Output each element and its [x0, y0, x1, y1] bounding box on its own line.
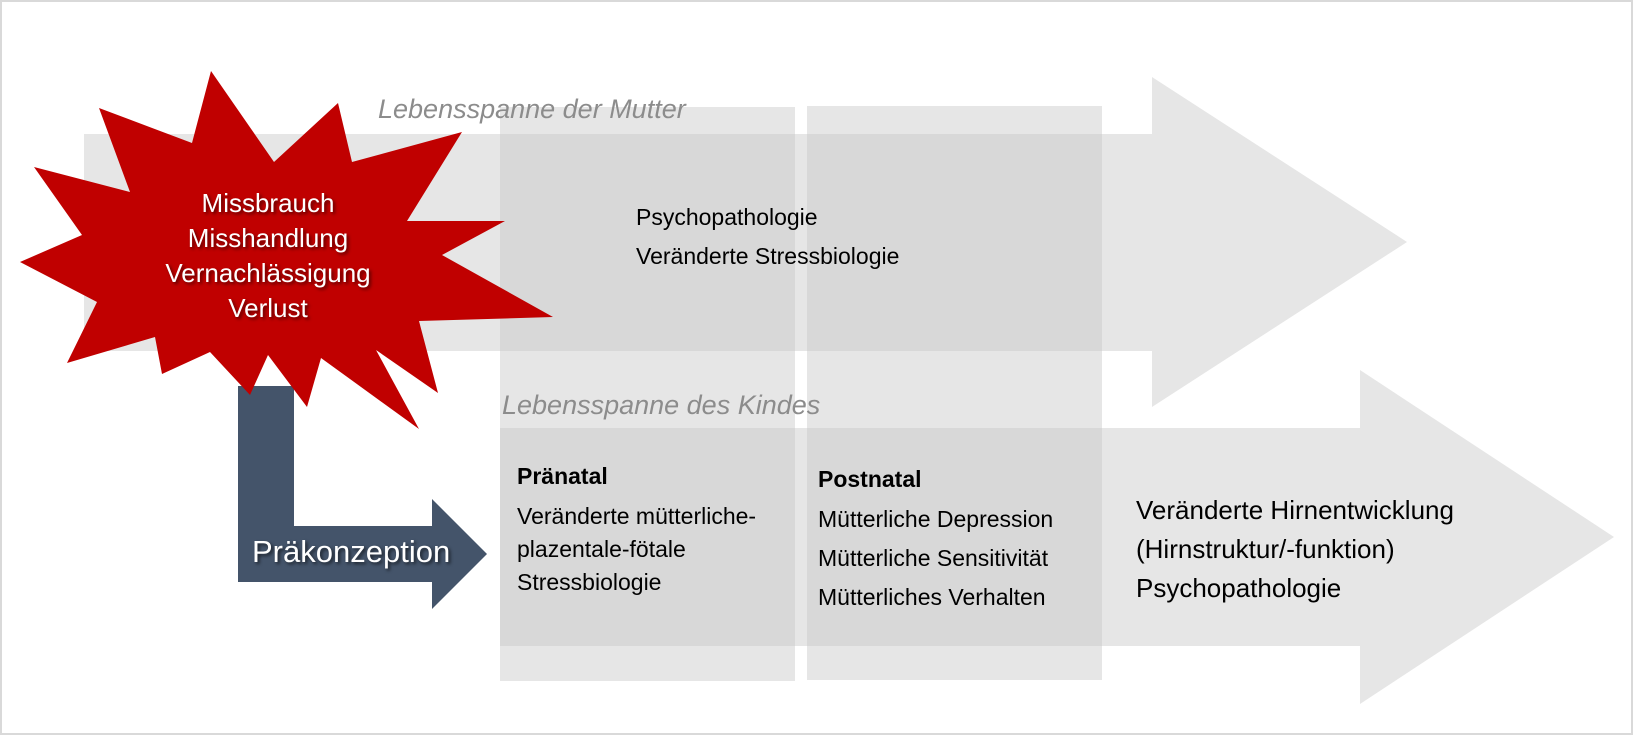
adversity-item: Verlust [228, 293, 308, 323]
outcome-line: Veränderte Hirnentwicklung [1136, 495, 1454, 525]
mother-effect-item: Veränderte Stressbiologie [636, 243, 900, 269]
adversity-item: Misshandlung [187, 223, 349, 253]
postnatal-phase-panel [807, 106, 1102, 680]
postnatal-factors-list: Mütterliche Depression Mütterliche Sensi… [818, 500, 1053, 617]
mother-lifespan-label: Lebensspanne der Mutter [378, 94, 686, 124]
adversity-item: Vernachlässigung [165, 258, 371, 288]
adversity-burst-shape [20, 71, 553, 429]
postnatal-factor-item: Mütterliche Depression [818, 506, 1054, 532]
outcome-line: Psychopathologie [1136, 573, 1342, 603]
outcome-line: (Hirnstruktur/-funktion) [1136, 534, 1395, 564]
postnatal-factor-item: Mütterliche Sensitivität [818, 545, 1049, 571]
prenatal-line: plazentale-fötale [517, 536, 686, 562]
adversity-list: Missbrauch Misshandlung Vernachlässigung… [136, 186, 400, 326]
prenatal-line: Veränderte mütterliche- [517, 503, 757, 529]
preconception-label: Präkonzeption [252, 534, 451, 569]
prenatal-line: Stressbiologie [517, 569, 662, 595]
prenatal-heading: Pränatal [517, 463, 608, 489]
child-outcome-list: Veränderte Hirnentwicklung (Hirnstruktur… [1136, 491, 1454, 608]
prenatal-phase-panel [500, 107, 795, 681]
prenatal-description: Veränderte mütterliche- plazentale-fötal… [517, 500, 756, 599]
mother-effect-item: Psychopathologie [636, 204, 818, 230]
child-lifespan-arrow [500, 370, 1614, 704]
mother-effects-list: Psychopathologie Veränderte Stressbiolog… [636, 198, 899, 276]
postnatal-heading: Postnatal [818, 466, 922, 492]
adversity-item: Missbrauch [201, 188, 335, 218]
postnatal-factor-item: Mütterliches Verhalten [818, 584, 1046, 610]
child-lifespan-label: Lebensspanne des Kindes [502, 390, 821, 420]
preconception-connector-arrow [238, 386, 487, 609]
